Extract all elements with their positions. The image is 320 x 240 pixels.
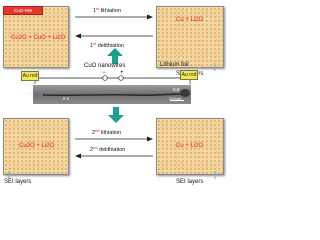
scale-bar-label: 200nm	[169, 96, 182, 101]
sei-pointer-icon	[8, 171, 10, 179]
stage-bottom-left-box	[3, 118, 69, 175]
stage-bottom-right-sei: SEI layers	[176, 179, 204, 185]
sei-pointer-icon	[214, 171, 216, 179]
stage-top-left-label: Cu2O + CuO + Li2O	[11, 35, 66, 41]
stage-top-right-box	[156, 6, 224, 68]
cuo-nanowires-label: CuO nanowires	[84, 63, 126, 69]
nanowire-icon	[42, 89, 190, 97]
delith2-text: delithiation	[97, 147, 126, 153]
minus-sign: −	[102, 70, 106, 76]
first-lithiation-label: 1st lithiation	[93, 6, 121, 14]
teal-up-arrow-icon	[107, 48, 123, 64]
sei-pointer-icon	[214, 63, 216, 71]
delith2-sup: nd	[93, 145, 98, 150]
stage-bottom-right-box	[156, 118, 224, 175]
lith2-sup: nd	[95, 128, 100, 133]
second-delithiation-label: 2nd delithiation	[90, 145, 125, 153]
stage-top-right-label: Cu + Li2O	[176, 17, 204, 23]
scale-bar	[170, 100, 184, 101]
second-delithiation-arrow-icon	[75, 153, 153, 159]
lith2-num: 2	[92, 130, 96, 136]
left-au-rod: Au rod	[21, 71, 39, 81]
delith2-num: 2	[90, 147, 94, 153]
delith1-num: 1	[90, 43, 94, 49]
first-delithiation-arrow-icon	[75, 33, 153, 39]
stage-top-left-box	[3, 6, 69, 68]
delith1-text: delithiation	[96, 43, 125, 49]
second-lithiation-label: 2nd lithiation	[92, 128, 121, 136]
plus-sign: +	[120, 70, 124, 76]
lith1-num: 1	[93, 8, 97, 14]
lith1-text: lithiation	[99, 8, 121, 14]
first-lithiation-arrow-icon	[75, 14, 153, 20]
tem-au-label: Au	[27, 91, 33, 96]
first-delithiation-label: 1st delithiation	[90, 41, 124, 49]
lith2-text: lithiation	[99, 130, 122, 136]
tem-ile-label: ILE	[173, 87, 180, 92]
second-lithiation-arrow-icon	[75, 136, 153, 142]
cuo-nw-label-bar: CuO-NW	[3, 6, 43, 15]
stage-bottom-right-label: Cu + Li2O	[176, 143, 204, 149]
circuit-wire-icon	[34, 75, 191, 84]
tem-time: 0 s	[63, 96, 70, 101]
lithium-foil-label: Lithium foil	[160, 62, 189, 68]
right-au-rod: Au rod	[180, 70, 198, 80]
stage-bottom-left-sei: SEI layers	[4, 179, 32, 185]
stage-bottom-left-label: Cu2O + Li2O	[19, 143, 55, 149]
delith1-sup: st	[93, 41, 97, 46]
lith1-sup: st	[96, 6, 100, 11]
teal-down-arrow-icon	[108, 107, 124, 123]
